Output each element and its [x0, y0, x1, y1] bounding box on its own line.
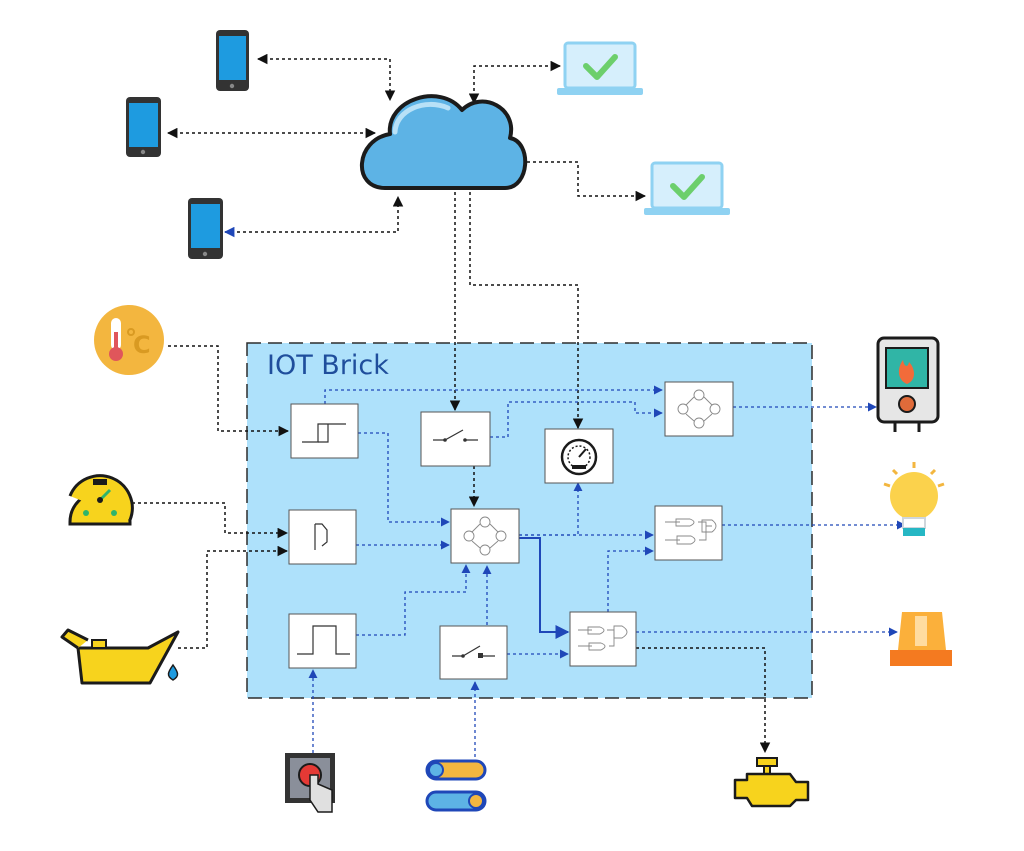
- push-button-icon: [285, 753, 335, 813]
- link-logic2-logic1: [607, 546, 654, 612]
- smartphone-icon: [126, 97, 161, 157]
- boiler-icon: [876, 336, 940, 432]
- hysteresis-block[interactable]: [290, 403, 359, 459]
- link-hysteresis-state2: [324, 385, 663, 404]
- engine-icon: [733, 757, 810, 808]
- warning-beacon-icon: [890, 612, 952, 666]
- cloud-icon: [359, 94, 528, 190]
- smartphone-icon: [188, 198, 223, 259]
- switch-block[interactable]: [439, 625, 508, 680]
- state-machine-block[interactable]: [450, 508, 520, 564]
- link-gauge-analog: [132, 502, 289, 539]
- light-bulb-icon: [883, 462, 945, 536]
- link-switch-state2-a: [490, 401, 663, 438]
- temperature-sensor-icon: C: [94, 305, 164, 375]
- logic-gate-block[interactable]: [654, 505, 723, 561]
- smartphone-icon: [216, 30, 249, 91]
- switch-block[interactable]: [420, 411, 491, 467]
- link-pulse-state: [356, 564, 471, 636]
- logic-gate-block[interactable]: [569, 611, 637, 667]
- link-phone1-cloud: [256, 53, 396, 102]
- link-phone3-cloud: [225, 195, 404, 233]
- connections: [132, 53, 906, 757]
- state-machine-block[interactable]: [664, 381, 734, 437]
- pulse-generator-block[interactable]: [288, 613, 357, 669]
- iot-brick-title: IOT Brick: [267, 350, 389, 381]
- link-temp-hysteresis: [168, 345, 290, 437]
- svg-text:C: C: [133, 331, 151, 359]
- link-cloud-laptop2: [513, 156, 647, 202]
- link-hysteresis-state: [358, 432, 450, 527]
- link-logic-engine: [636, 647, 771, 754]
- analog-input-block[interactable]: [288, 509, 357, 565]
- oil-can-icon: [60, 628, 180, 685]
- gauge-block[interactable]: [544, 428, 614, 484]
- toggle-switch-icon: [425, 759, 487, 812]
- link-state-logic2: [519, 537, 570, 639]
- pressure-gauge-icon: [68, 474, 134, 526]
- link-cloud-laptop1: [468, 60, 562, 105]
- link-oil-analog: [178, 545, 289, 649]
- laptop-check-icon: [644, 161, 730, 215]
- laptop-check-icon: [557, 41, 643, 95]
- link-cloud-gauge: [469, 192, 584, 430]
